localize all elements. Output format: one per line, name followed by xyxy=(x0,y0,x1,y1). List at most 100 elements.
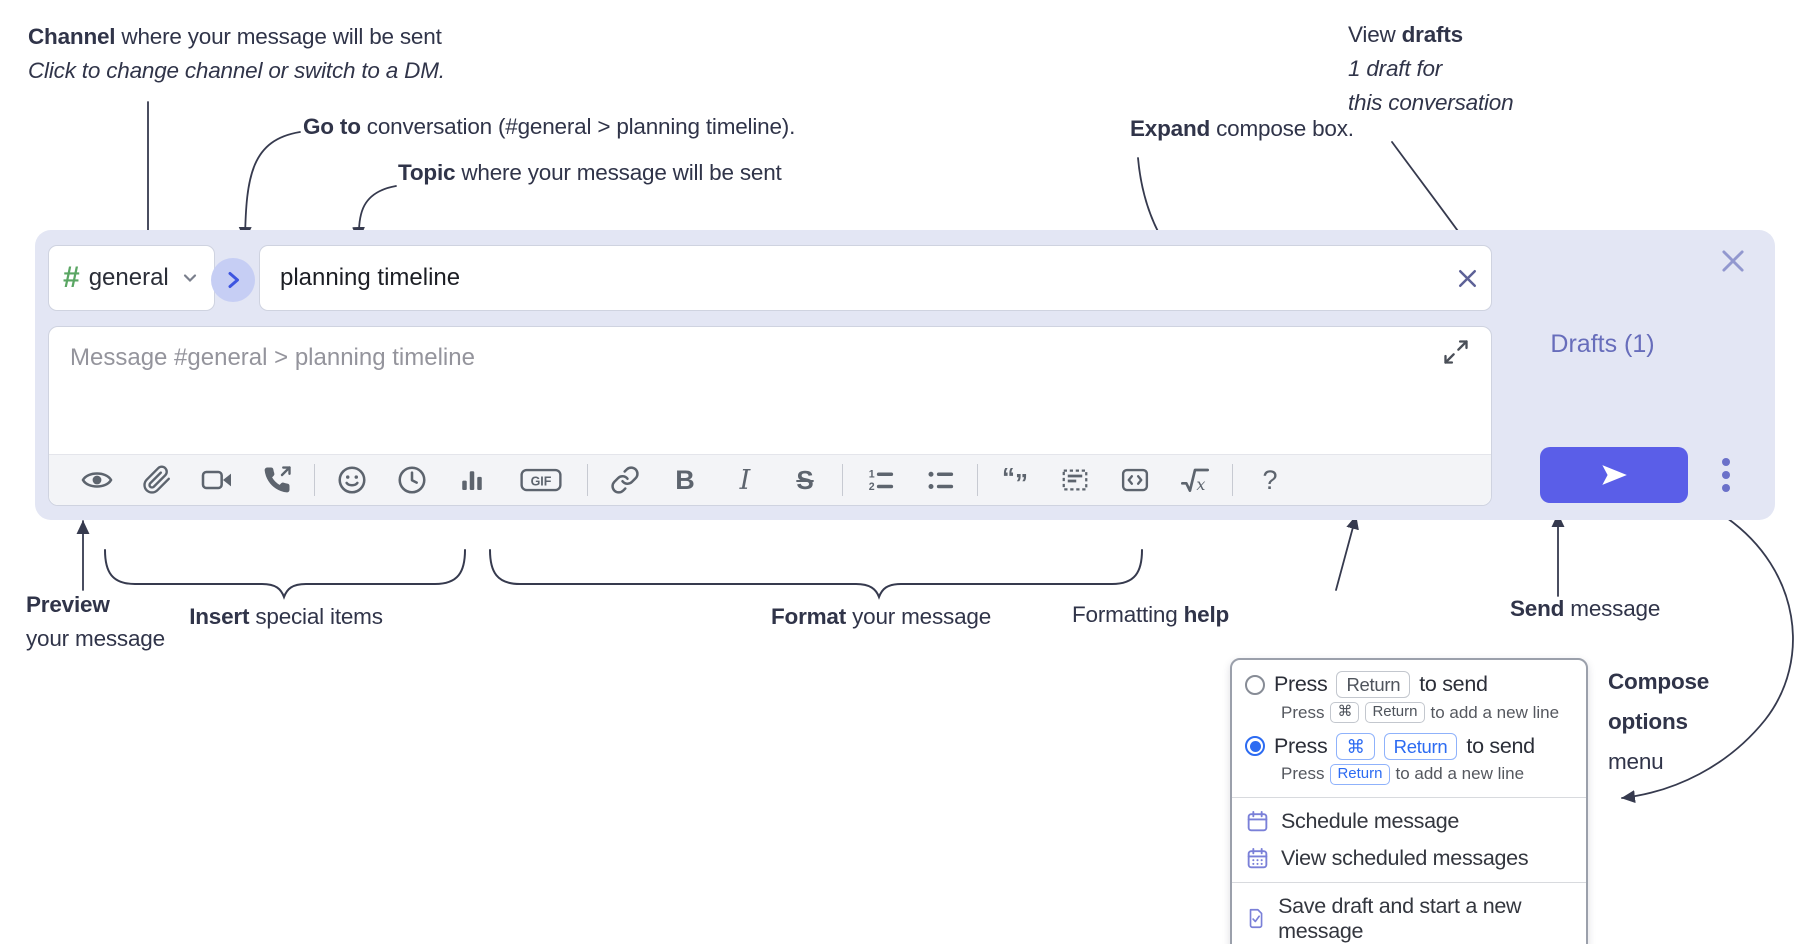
preview-annotation: Preview your message xyxy=(26,592,165,651)
formatting-help-annotation: Formatting help xyxy=(1072,602,1230,627)
italic-icon: I xyxy=(739,464,751,496)
calendar-grid-icon xyxy=(1247,847,1268,869)
bulleted-list-button[interactable] xyxy=(910,455,970,505)
channel-selector[interactable]: # general xyxy=(48,245,215,311)
gif-icon: GIF xyxy=(520,468,562,492)
svg-text:1: 1 xyxy=(869,469,875,481)
radio-unselected[interactable] xyxy=(1245,674,1265,695)
key-cmd: ⌘ xyxy=(1336,732,1375,760)
chevron-right-icon xyxy=(228,272,239,288)
close-icon xyxy=(1458,269,1476,287)
phone-call-icon xyxy=(264,466,291,493)
key-cmd: ⌘ xyxy=(1330,702,1360,723)
menu-divider xyxy=(1232,796,1586,798)
svg-text:2: 2 xyxy=(869,481,875,493)
smiley-icon xyxy=(338,466,366,494)
expand-icon xyxy=(1444,340,1468,364)
close-compose-button[interactable] xyxy=(1712,240,1754,282)
quote-icon: “” xyxy=(1002,461,1028,498)
numbered-list-button[interactable]: 1 2 xyxy=(850,455,910,505)
insert-annotation: Insert special items xyxy=(189,604,383,629)
expand-compose-button[interactable] xyxy=(1438,334,1474,370)
radio-selected[interactable] xyxy=(1245,736,1265,757)
help-button[interactable]: ? xyxy=(1240,455,1300,505)
draft-check-icon xyxy=(1249,909,1263,929)
global-time-button[interactable] xyxy=(382,455,442,505)
key-return: Return xyxy=(1336,671,1411,699)
key-return: Return xyxy=(1365,702,1425,723)
close-icon xyxy=(1722,250,1744,272)
channel-annotation: Channel where your message will be sent … xyxy=(28,24,445,83)
svg-text:GIF: GIF xyxy=(531,475,552,489)
key-return: Return xyxy=(1330,764,1390,785)
math-sqrt-icon: x xyxy=(1181,468,1209,494)
spoiler-icon xyxy=(1062,469,1088,491)
send-button[interactable] xyxy=(1540,447,1688,503)
video-camera-icon xyxy=(201,470,231,490)
dots-icon xyxy=(1722,458,1730,466)
message-input[interactable] xyxy=(50,328,1470,472)
numbered-list-icon: 1 2 xyxy=(869,469,894,493)
goto-conversation-button[interactable] xyxy=(211,258,255,302)
expand-annotation: Expand compose box. xyxy=(1130,116,1354,141)
strikethrough-icon: S xyxy=(796,464,814,495)
emoji-button[interactable] xyxy=(322,455,382,505)
code-icon xyxy=(1121,468,1149,492)
menu-item-save-draft[interactable]: Save draft and start a new message xyxy=(1232,888,1586,944)
view-drafts-annotation: View drafts 1 draft for this conversatio… xyxy=(1348,22,1514,115)
math-button[interactable]: x xyxy=(1165,455,1225,505)
bold-button[interactable]: B xyxy=(655,455,715,505)
topic-input[interactable] xyxy=(260,264,1443,292)
paperclip-icon xyxy=(143,465,170,494)
eye-icon xyxy=(81,472,113,488)
bulleted-list-icon xyxy=(928,471,954,489)
audio-call-button[interactable] xyxy=(247,455,307,505)
link-button[interactable] xyxy=(595,455,655,505)
code-button[interactable] xyxy=(1105,455,1165,505)
channel-name: general xyxy=(88,264,169,291)
gif-button[interactable]: GIF xyxy=(502,455,580,505)
compose-toolbar: GIF B I S 1 2 xyxy=(49,454,1491,505)
send-plane-icon xyxy=(1602,465,1627,485)
poll-chart-icon xyxy=(462,471,482,490)
topic-field xyxy=(259,245,1492,311)
bold-icon: B xyxy=(675,464,695,495)
compose-options-annotation: Compose options menu xyxy=(1608,669,1710,774)
drafts-link[interactable]: Drafts (1) xyxy=(1550,330,1655,358)
key-return: Return xyxy=(1383,732,1458,760)
compose-options-button[interactable] xyxy=(1706,447,1746,503)
clear-topic-button[interactable] xyxy=(1443,248,1491,308)
menu-divider xyxy=(1232,881,1586,883)
topic-annotation: Topic where your message will be sent xyxy=(398,160,782,185)
clock-icon xyxy=(398,466,426,494)
quote-button[interactable]: “” xyxy=(985,455,1045,505)
channel-hash-icon: # xyxy=(63,261,80,294)
menu-item-schedule-message[interactable]: Schedule message xyxy=(1232,803,1586,840)
question-mark-icon: ? xyxy=(1262,464,1278,495)
strikethrough-button[interactable]: S xyxy=(775,455,835,505)
toolbar-divider xyxy=(1232,464,1233,496)
toolbar-divider xyxy=(587,464,588,496)
send-annotation: Send message xyxy=(1510,596,1661,621)
calendar-icon xyxy=(1247,810,1268,832)
menu-item-view-scheduled[interactable]: View scheduled messages xyxy=(1232,840,1586,877)
format-annotation: Format your message xyxy=(770,604,992,629)
link-icon xyxy=(611,466,639,494)
toolbar-divider xyxy=(314,464,315,496)
svg-text:x: x xyxy=(1196,475,1205,494)
toolbar-divider xyxy=(842,464,843,496)
preview-button[interactable] xyxy=(67,455,127,505)
poll-button[interactable] xyxy=(442,455,502,505)
toolbar-divider xyxy=(977,464,978,496)
attach-file-button[interactable] xyxy=(127,455,187,505)
spoiler-button[interactable] xyxy=(1045,455,1105,505)
video-call-button[interactable] xyxy=(187,455,247,505)
chevron-down-icon xyxy=(183,274,197,283)
italic-button[interactable]: I xyxy=(715,455,775,505)
